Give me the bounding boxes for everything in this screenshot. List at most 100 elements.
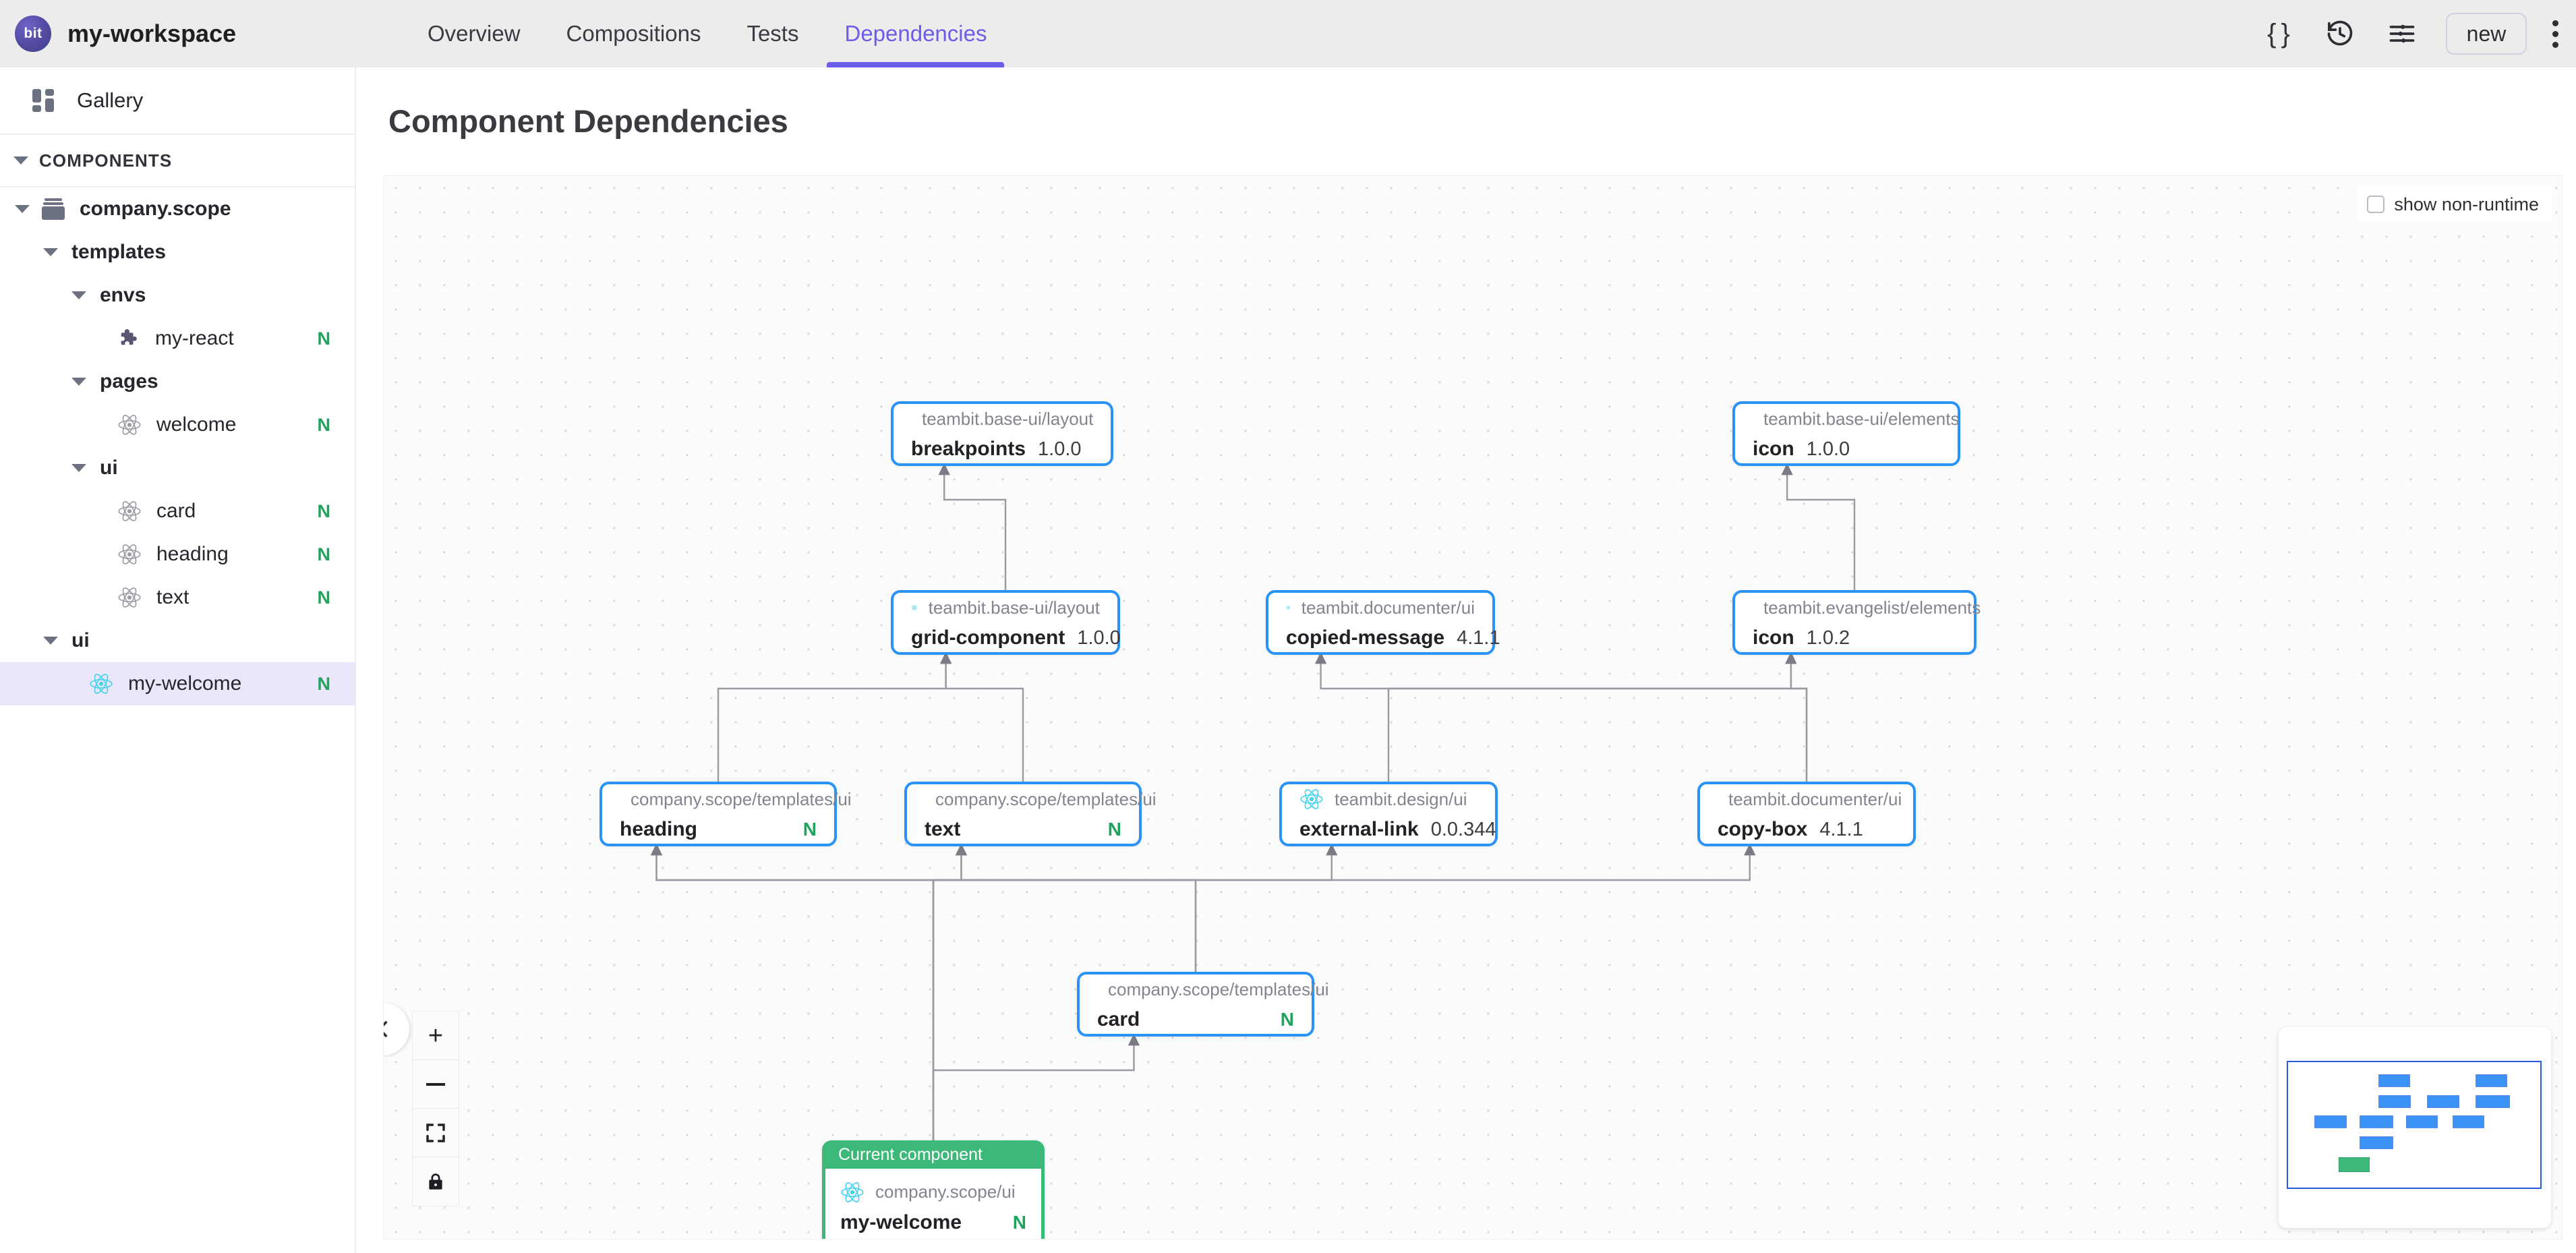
- tab-compositions[interactable]: Compositions: [544, 0, 724, 67]
- sidebar-item-templates[interactable]: templates: [0, 231, 355, 274]
- chevron-down-icon[interactable]: [15, 205, 30, 213]
- tree-item-icon: [42, 198, 65, 220]
- chevron-down-icon[interactable]: [43, 248, 58, 256]
- node-version: 0.0.344: [1430, 818, 1496, 840]
- sidebar-item-label: ui: [71, 629, 90, 651]
- sidebar-item-label: company.scope: [80, 198, 231, 220]
- top-bar: bit my-workspace Overview Compositions T…: [0, 0, 2576, 67]
- status-badge: N: [317, 500, 331, 521]
- workspace-brand[interactable]: bit my-workspace: [15, 16, 236, 52]
- more-vertical-icon[interactable]: [2552, 20, 2558, 48]
- lock-button[interactable]: [413, 1157, 459, 1206]
- node-scope: teambit.documenter/ui: [1301, 597, 1475, 618]
- sidebar-item-ui[interactable]: ui: [0, 619, 355, 662]
- minimap-viewport[interactable]: [2287, 1061, 2542, 1189]
- main-content: Component Dependencies show non-runtime …: [356, 67, 2576, 1253]
- tree-item-icon: [117, 499, 142, 523]
- fit-view-button[interactable]: [413, 1109, 459, 1157]
- node-scope-row: teambit.documenter/ui: [1718, 787, 1902, 811]
- node-version: 1.0.0: [1077, 626, 1121, 649]
- show-non-runtime-checkbox[interactable]: [2367, 196, 2385, 213]
- plus-icon: +: [428, 1021, 444, 1050]
- new-button-label: new: [2466, 21, 2507, 46]
- sidebar-item-pages[interactable]: pages: [0, 360, 355, 403]
- status-badge: N: [1012, 1211, 1026, 1233]
- current-component-header: Current component: [822, 1140, 1045, 1169]
- node-scope: teambit.documenter/ui: [1728, 788, 1902, 809]
- node-scope: company.scope/templates/ui: [1108, 979, 1329, 999]
- react-icon: [911, 605, 918, 610]
- node-scope: teambit.evangelist/elements: [1763, 597, 1981, 618]
- chevron-down-icon[interactable]: [71, 378, 86, 386]
- sidebar-item-label: Gallery: [77, 88, 144, 112]
- sidebar-item-envs[interactable]: envs: [0, 274, 355, 317]
- graph-edge: [955, 843, 1197, 972]
- minimap-node: [2476, 1095, 2510, 1108]
- sidebar-item-label: my-react: [155, 327, 234, 349]
- tab-tests[interactable]: Tests: [724, 0, 821, 67]
- graph-minimap[interactable]: [2279, 1027, 2551, 1228]
- dot: [2552, 30, 2558, 37]
- sidebar-item-gallery[interactable]: Gallery: [0, 67, 355, 135]
- bit-logo-text: bit: [24, 26, 42, 41]
- minimap-node: [2406, 1115, 2438, 1128]
- bit-logo-icon: bit: [15, 16, 51, 52]
- history-clock-icon[interactable]: [2322, 16, 2358, 52]
- status-badge: N: [317, 673, 331, 694]
- node-version: 4.1.1: [1819, 818, 1863, 840]
- zoom-out-button[interactable]: [413, 1060, 459, 1109]
- node-name: copied-message: [1286, 626, 1445, 649]
- status-badge: N: [1280, 1009, 1294, 1030]
- tab-overview[interactable]: Overview: [405, 0, 544, 67]
- sidebar-item-label: heading: [156, 543, 229, 565]
- sidebar-section-components[interactable]: COMPONENTS: [0, 135, 355, 187]
- show-non-runtime-toggle[interactable]: show non-runtime: [2358, 187, 2551, 222]
- sliders-icon[interactable]: [2384, 16, 2420, 52]
- node-scope-row: teambit.base-ui/elements: [1753, 407, 1959, 431]
- graph-edge: [1314, 651, 1808, 782]
- sidebar-item-label: templates: [71, 241, 167, 263]
- minimap-node: [2378, 1095, 2411, 1108]
- sidebar: Gallery COMPONENTS company.scope template…: [0, 67, 356, 1253]
- zoom-in-button[interactable]: +: [413, 1012, 459, 1060]
- chevron-down-icon[interactable]: [71, 291, 86, 299]
- react-icon: [118, 544, 141, 564]
- sidebar-item-company-scope[interactable]: company.scope: [0, 187, 355, 231]
- minimap-node: [2339, 1157, 2370, 1172]
- code-braces-icon[interactable]: { }: [2260, 16, 2296, 52]
- sidebar-section-label: COMPONENTS: [39, 150, 173, 171]
- sidebar-item-label: welcome: [156, 413, 237, 436]
- node-name: external-link: [1299, 818, 1419, 840]
- graph-edge: [932, 843, 968, 1140]
- graph-edges: [650, 463, 1856, 1140]
- chevron-down-icon[interactable]: [43, 637, 58, 645]
- sidebar-item-ui[interactable]: ui: [0, 446, 355, 490]
- puzzle-icon: [121, 329, 137, 345]
- new-button[interactable]: new: [2446, 13, 2527, 55]
- tree-item-icon: [117, 585, 142, 610]
- tab-dependencies[interactable]: Dependencies: [821, 0, 1009, 67]
- graph-edge: [717, 651, 952, 782]
- chevron-down-icon[interactable]: [71, 464, 86, 472]
